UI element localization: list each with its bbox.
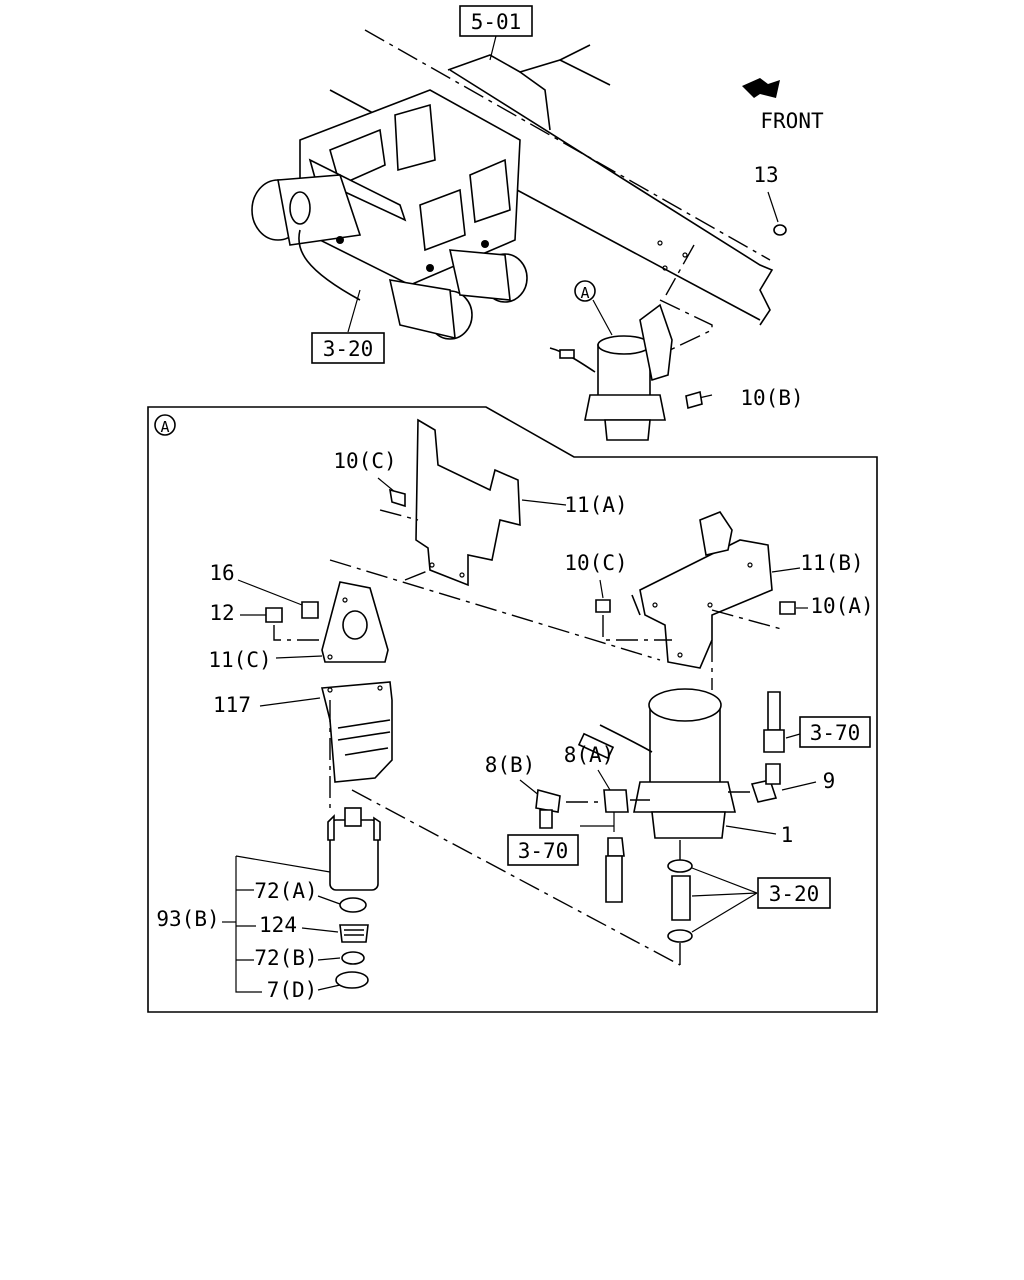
front-label: FRONT (760, 109, 824, 133)
detail-marker-top[interactable]: A (574, 280, 596, 302)
filter-cartridge (327, 807, 381, 891)
detail-marker-frame-label: A (160, 418, 169, 436)
callout-7d: 7(D) (267, 978, 318, 1002)
callout-72b: 72(B) (254, 946, 317, 970)
callout-8a: 8(A) (564, 743, 615, 767)
detail-frame (147, 406, 878, 1013)
front-arrow-icon (742, 78, 780, 98)
reference-label-frame: 5-01 (471, 10, 522, 34)
callout-124: 124 (259, 913, 297, 937)
reference-box-pipe-left[interactable]: 3-70 (507, 834, 579, 866)
reference-label-tank: 3-20 (323, 337, 374, 361)
reference-box-pipe-right[interactable]: 3-70 (799, 716, 871, 748)
callout-1: 1 (781, 823, 794, 847)
kit-93b-bracket (235, 855, 331, 993)
callout-10c-mid: 10(C) (564, 551, 627, 575)
reference-box-frame[interactable]: 5-01 (459, 5, 533, 37)
callout-8b: 8(B) (485, 753, 536, 777)
reference-label-pipe-left: 3-70 (518, 839, 569, 863)
air-dryer-main (577, 688, 737, 839)
callout-11a: 11(A) (564, 493, 627, 517)
callout-11b: 11(B) (800, 551, 863, 575)
reference-box-tank[interactable]: 3-20 (311, 332, 385, 364)
callout-10c-top: 10(C) (333, 449, 396, 473)
detail-marker-frame[interactable]: A (154, 414, 176, 436)
reference-label-hose: 3-20 (769, 882, 820, 906)
bracket-11a (415, 418, 521, 587)
callout-72a: 72(A) (254, 879, 317, 903)
reference-box-hose[interactable]: 3-20 (757, 877, 831, 909)
bracket-11c (321, 581, 389, 663)
air-tank-assembly (251, 89, 528, 340)
callout-93b: 93(B) (156, 907, 219, 931)
air-dryer-top (549, 303, 673, 441)
callout-11c: 11(C) (208, 648, 271, 672)
callout-16: 16 (209, 561, 234, 585)
bracket-11b (631, 511, 773, 669)
callout-12: 12 (209, 601, 234, 625)
callout-13: 13 (753, 163, 778, 187)
callout-10a: 10(A) (810, 594, 873, 618)
detail-marker-top-label: A (580, 284, 589, 302)
callout-10b: 10(B) (740, 386, 803, 410)
front-direction: FRONT (742, 78, 824, 133)
reference-label-pipe-right: 3-70 (810, 721, 861, 745)
callout-117: 117 (213, 693, 251, 717)
shield-117 (320, 681, 393, 783)
callout-9: 9 (823, 769, 836, 793)
